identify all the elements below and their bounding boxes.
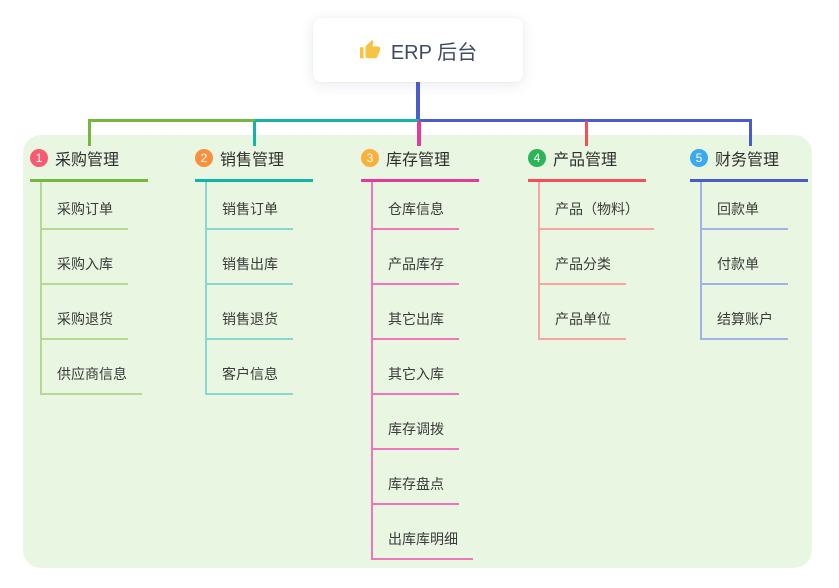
tree-item[interactable]: 供应商信息 xyxy=(42,340,142,395)
branch-label: 产品管理 xyxy=(553,152,618,169)
tree-item[interactable]: 付款单 xyxy=(702,230,788,285)
tree-item[interactable]: 结算账户 xyxy=(702,285,788,340)
branch-label: 财务管理 xyxy=(715,152,780,169)
tree-item[interactable]: 销售出库 xyxy=(207,230,293,285)
branch-label: 采购管理 xyxy=(55,152,120,169)
branch-index-badge: 4 xyxy=(528,149,546,167)
tree-item[interactable]: 库存调拨 xyxy=(373,395,459,450)
tree-item[interactable]: 采购订单 xyxy=(42,182,128,230)
tree-item[interactable]: 库存盘点 xyxy=(373,450,459,505)
tree-item[interactable]: 销售订单 xyxy=(207,182,293,230)
root-node[interactable]: ERP 后台 xyxy=(313,18,523,82)
tree-item[interactable]: 产品（物料） xyxy=(540,182,654,230)
mindmap-canvas xyxy=(23,135,812,568)
thumbs-up-icon xyxy=(359,39,380,59)
tree-item[interactable]: 产品分类 xyxy=(540,230,626,285)
connector-stem xyxy=(416,82,420,121)
branch-header[interactable]: 3 库存管理 xyxy=(361,146,479,182)
tree-item[interactable]: 产品库存 xyxy=(373,230,459,285)
branch-items: 采购订单采购入库采购退货供应商信息 xyxy=(40,182,148,395)
connector-bar-segment xyxy=(88,119,255,122)
tree-item[interactable]: 回款单 xyxy=(702,182,788,230)
branch-items: 产品（物料）产品分类产品单位 xyxy=(538,182,654,340)
branch-header[interactable]: 2 销售管理 xyxy=(195,146,313,182)
tree-item[interactable]: 其它入库 xyxy=(373,340,459,395)
branch-label: 库存管理 xyxy=(386,152,451,169)
branch-purchase: 1 采购管理 采购订单采购入库采购退货供应商信息 xyxy=(30,146,148,395)
connector-bar-segment xyxy=(255,119,419,122)
branch-inventory: 3 库存管理 仓库信息产品库存其它出库其它入库库存调拨库存盘点出库库明细 xyxy=(361,146,479,560)
branch-items: 仓库信息产品库存其它出库其它入库库存调拨库存盘点出库库明细 xyxy=(371,182,479,560)
tree-item[interactable]: 销售退货 xyxy=(207,285,293,340)
tree-item[interactable]: 出库库明细 xyxy=(373,505,473,560)
connector-drop xyxy=(749,121,752,146)
branch-items: 销售订单销售出库销售退货客户信息 xyxy=(205,182,313,395)
connector-drop xyxy=(585,121,588,146)
branch-label: 销售管理 xyxy=(220,152,285,169)
root-title: ERP 后台 xyxy=(390,41,478,64)
tree-item[interactable]: 采购入库 xyxy=(42,230,128,285)
branch-product: 4 产品管理 产品（物料）产品分类产品单位 xyxy=(528,146,654,340)
branch-header[interactable]: 1 采购管理 xyxy=(30,146,148,182)
connector-bar-segment xyxy=(419,119,752,122)
connector-drop xyxy=(253,121,256,146)
branch-header[interactable]: 5 财务管理 xyxy=(690,146,808,182)
tree-item[interactable]: 仓库信息 xyxy=(373,182,459,230)
branch-index-badge: 2 xyxy=(195,149,213,167)
branch-finance: 5 财务管理 回款单付款单结算账户 xyxy=(690,146,808,340)
connector-drop xyxy=(88,121,91,146)
branch-header[interactable]: 4 产品管理 xyxy=(528,146,646,182)
connector-drop xyxy=(417,121,421,146)
branch-sales: 2 销售管理 销售订单销售出库销售退货客户信息 xyxy=(195,146,313,395)
branch-index-badge: 1 xyxy=(30,149,48,167)
branch-items: 回款单付款单结算账户 xyxy=(700,182,808,340)
tree-item[interactable]: 产品单位 xyxy=(540,285,626,340)
tree-item[interactable]: 采购退货 xyxy=(42,285,128,340)
branch-index-badge: 5 xyxy=(690,149,708,167)
tree-item[interactable]: 客户信息 xyxy=(207,340,293,395)
tree-item[interactable]: 其它出库 xyxy=(373,285,459,340)
branch-index-badge: 3 xyxy=(361,149,379,167)
